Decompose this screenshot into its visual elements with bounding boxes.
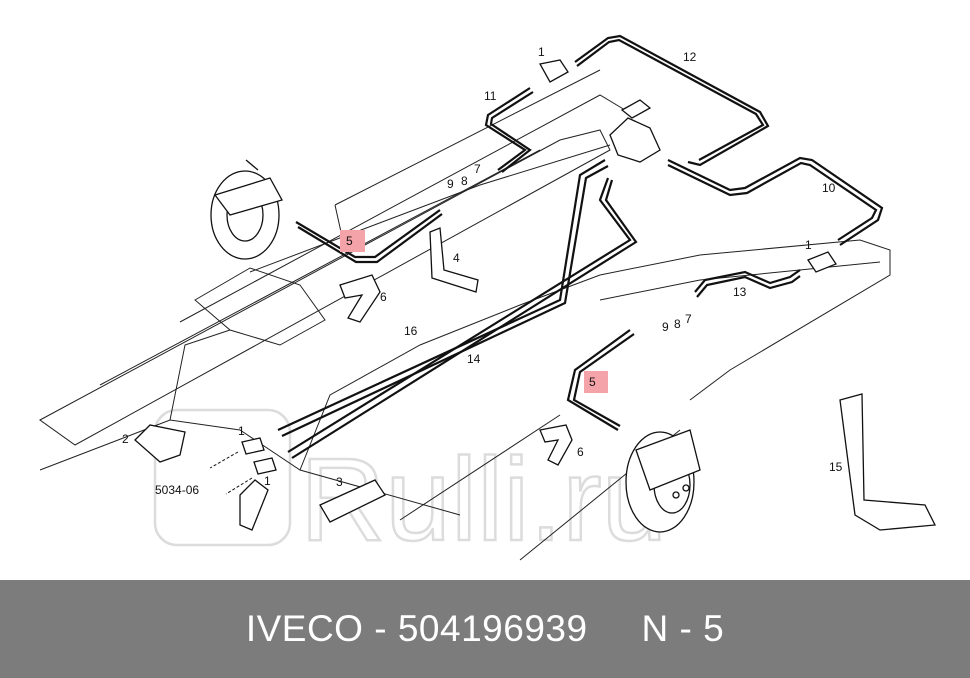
clip-6-lower bbox=[539, 424, 573, 466]
watermark-logo-box bbox=[153, 408, 292, 547]
hose-5-upper bbox=[295, 209, 441, 259]
label-1-left-b: 1 bbox=[264, 474, 271, 488]
pipe-11 bbox=[484, 87, 531, 171]
pipe-14 bbox=[287, 177, 632, 453]
pipe-10 bbox=[667, 156, 884, 246]
valve-2 bbox=[134, 424, 186, 463]
highlight-5-upper: 5 bbox=[340, 230, 365, 252]
label-15: 15 bbox=[829, 460, 843, 474]
label-7a: 7 bbox=[474, 162, 481, 176]
label-4: 4 bbox=[453, 251, 460, 265]
highlight-box-lower bbox=[584, 371, 608, 393]
label-11: 11 bbox=[484, 89, 497, 103]
callout-number: N - 5 bbox=[641, 608, 725, 649]
valve-assembly-top bbox=[609, 99, 661, 163]
pipe-12 bbox=[574, 34, 770, 167]
highlight-5-lower: 5 bbox=[584, 371, 608, 393]
label-5-lower: 5 bbox=[589, 375, 596, 389]
bracket-4 bbox=[429, 227, 479, 293]
part-number: 504196939 bbox=[397, 608, 588, 649]
highlight-box-upper bbox=[340, 230, 365, 252]
label-8a: 8 bbox=[461, 174, 468, 188]
spacer bbox=[588, 608, 642, 650]
separator: - bbox=[363, 608, 398, 649]
label-6-upper: 6 bbox=[380, 290, 387, 304]
pipe-16 bbox=[277, 159, 606, 431]
label-3: 3 bbox=[336, 475, 343, 489]
clip-6-upper bbox=[339, 274, 381, 323]
label-2: 2 bbox=[122, 432, 129, 446]
label-7b: 7 bbox=[685, 312, 692, 326]
label-1-top: 1 bbox=[538, 45, 545, 59]
label-9b: 9 bbox=[662, 320, 669, 334]
brake-hose-diagram: Rulli.ru bbox=[39, 34, 937, 568]
brake-disc-upper bbox=[210, 159, 283, 260]
label-5-upper: 5 bbox=[346, 234, 353, 248]
hose-5-lower bbox=[566, 329, 631, 431]
connector-1-top bbox=[538, 59, 569, 83]
watermark: Rulli.ru bbox=[153, 408, 668, 567]
arrows-left bbox=[209, 451, 253, 495]
connectors-1-left bbox=[239, 437, 277, 531]
brake-lines bbox=[277, 34, 884, 459]
reference-code: 5034-06 bbox=[155, 483, 199, 497]
label-16: 16 bbox=[404, 324, 418, 338]
chassis-frame bbox=[39, 69, 891, 561]
part-labels: 1 12 11 9 8 7 10 1 4 6 13 9 8 7 16 14 2 … bbox=[122, 45, 843, 497]
label-8b: 8 bbox=[674, 317, 681, 331]
label-1-left-a: 1 bbox=[238, 424, 245, 438]
label-6-lower: 6 bbox=[577, 445, 584, 459]
label-14: 14 bbox=[467, 352, 481, 366]
label-10: 10 bbox=[822, 181, 836, 195]
brand-name: IVECO bbox=[245, 608, 364, 649]
pipe-13 bbox=[694, 269, 801, 293]
label-12: 12 bbox=[683, 50, 697, 64]
clip-3 bbox=[319, 479, 386, 523]
footer-bar: IVECO - 504196939 N - 5 bbox=[0, 580, 970, 678]
label-9a: 9 bbox=[447, 177, 454, 191]
bracket-15 bbox=[839, 393, 937, 531]
footer-caption: IVECO - 504196939 N - 5 bbox=[0, 580, 970, 678]
label-13: 13 bbox=[733, 285, 747, 299]
connector-1-right bbox=[807, 251, 837, 273]
brake-disc-lower bbox=[625, 429, 701, 533]
label-1-right: 1 bbox=[805, 238, 812, 252]
